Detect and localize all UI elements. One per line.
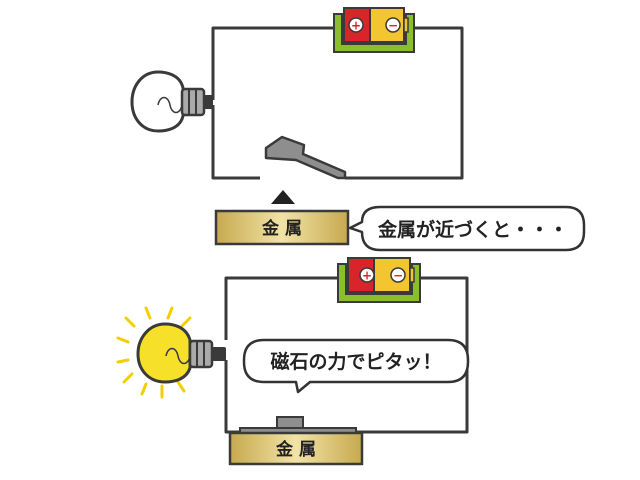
bulb-glow-rays (116, 306, 192, 399)
top-battery-plus: + (351, 19, 361, 33)
top-metal-label: 金 属 (261, 218, 302, 239)
bottom-wire (224, 276, 469, 434)
top-battery: + − (333, 7, 415, 53)
bottom-speech-text: 磁石の力でピタッ！ (270, 350, 441, 373)
reed-switch-open-icon (264, 135, 347, 180)
triangle-up-icon (271, 190, 295, 204)
bottom-metal-label: 金 属 (275, 439, 316, 460)
bottom-metal-bar: 金 属 (228, 431, 364, 466)
top-battery-minus: − (388, 19, 398, 33)
light-bulb-lit-icon (116, 306, 226, 399)
bottom-circuit: + − (116, 257, 470, 466)
top-wire (211, 26, 464, 180)
top-speech-bubble: 金属が近づくと・・・ (348, 205, 586, 252)
top-metal-bar: 金 属 (214, 209, 350, 246)
top-circuit: + − 金 属 金属が近づくと・・・ (130, 7, 586, 252)
top-speech-text: 金属が近づくと・・・ (377, 218, 568, 241)
bottom-battery-minus: − (393, 269, 403, 283)
light-bulb-off-icon (130, 70, 213, 133)
reed-switch-closed-icon (239, 416, 357, 435)
bottom-battery: + − (337, 257, 421, 303)
bottom-battery-holder (337, 263, 421, 303)
bottom-speech-bubble: 磁石の力でピタッ！ (242, 338, 470, 394)
bottom-battery-plus: + (362, 269, 372, 283)
